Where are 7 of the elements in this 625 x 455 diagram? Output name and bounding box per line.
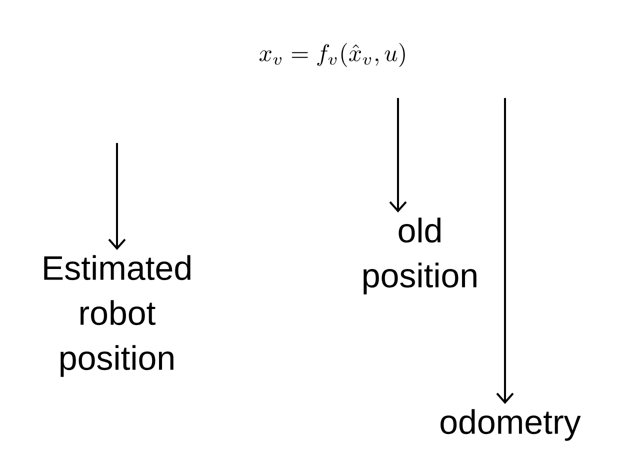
arrow <box>389 98 407 212</box>
text-label: Estimated robot position <box>44 255 190 377</box>
text-label: odometry <box>440 409 581 441</box>
arrow <box>496 98 514 404</box>
arrow <box>108 143 126 250</box>
text-label: old position <box>364 218 476 294</box>
formula: $x_{v} = f_{v}(\hat{x}_{v}, u)$ <box>259 43 405 67</box>
